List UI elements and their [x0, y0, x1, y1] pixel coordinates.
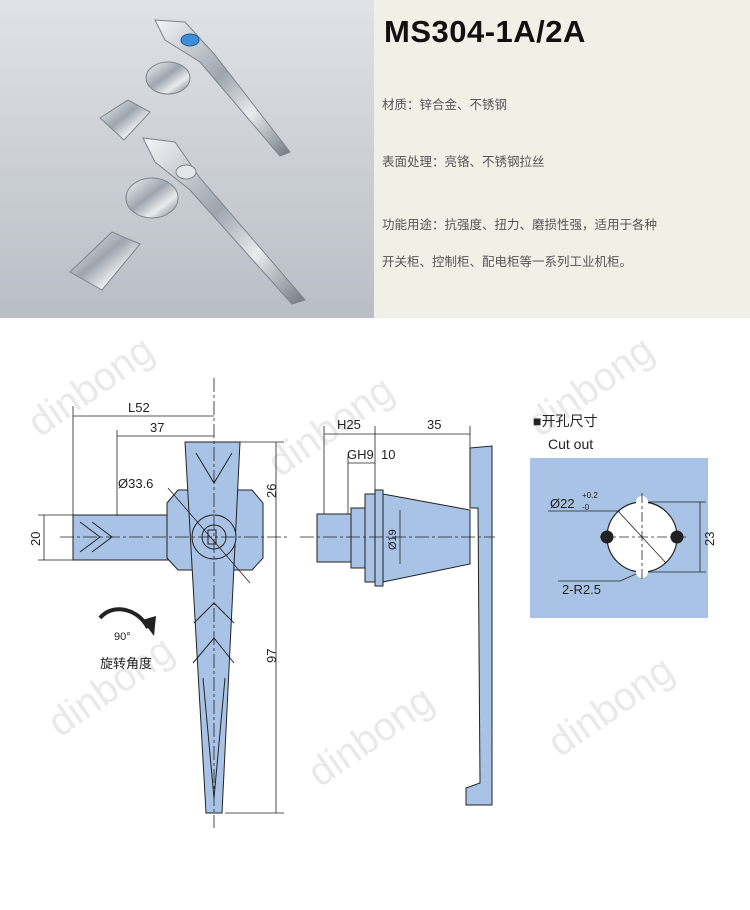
dim-37: 37	[150, 420, 164, 435]
spec-material: 材质：锌合金、不锈钢	[382, 97, 508, 112]
watermark: dinbong	[300, 678, 442, 796]
rotation-angle: 90°	[114, 631, 131, 643]
model-title: MS304-1A/2A	[384, 14, 586, 49]
spec-panel	[374, 0, 750, 318]
product-photo	[0, 0, 374, 318]
dim-35: 35	[427, 417, 441, 432]
dim-10: 10	[381, 447, 395, 462]
handle-photo-lower	[69, 137, 306, 305]
front-view	[38, 378, 290, 828]
cutout-title-en: Cut out	[548, 436, 593, 452]
rotation-arrow-icon	[98, 607, 156, 636]
dim-2-r2-5: 2-R2.5	[562, 582, 601, 597]
spec-finish: 表面处理：亮铬、不锈钢拉丝	[382, 154, 545, 169]
tol-plus: +0.2	[582, 491, 598, 500]
rotation-label: 旋转角度	[100, 656, 152, 671]
spec-usage-line1: 功能用途：抗强度、扭力、磨损性强，适用于各种	[382, 217, 658, 232]
dim-diameter-33-6: Ø33.6	[118, 476, 153, 491]
dim-d19: Ø19	[387, 529, 399, 550]
technical-drawing: dinbong dinbong dinbong dinbong dinbong …	[0, 318, 750, 906]
watermark: dinbong	[260, 368, 402, 486]
dim-97: 97	[264, 649, 279, 663]
watermark: dinbong	[20, 328, 162, 446]
watermark: dinbong	[40, 628, 182, 746]
cutout-title-cn: ■开孔尺寸	[533, 413, 597, 429]
side-view	[300, 426, 495, 806]
watermark: dinbong	[540, 648, 682, 766]
side-handle	[465, 445, 493, 806]
dim-l52: L52	[128, 400, 150, 415]
dim-26: 26	[264, 484, 279, 498]
cutout-diagram	[530, 458, 708, 618]
dim-20: 20	[28, 532, 43, 546]
dim-gh9: GH9	[347, 447, 374, 462]
tol-minus: -0	[582, 503, 590, 512]
dim-23: 23	[702, 532, 717, 546]
dim-d22: Ø22	[550, 496, 575, 511]
handle-body	[184, 441, 241, 814]
dim-h25: H25	[337, 417, 361, 432]
spec-usage-line2: 开关柜、控制柜、配电柜等一系列工业机柜。	[382, 254, 633, 269]
handle-photo-upper	[99, 19, 291, 157]
